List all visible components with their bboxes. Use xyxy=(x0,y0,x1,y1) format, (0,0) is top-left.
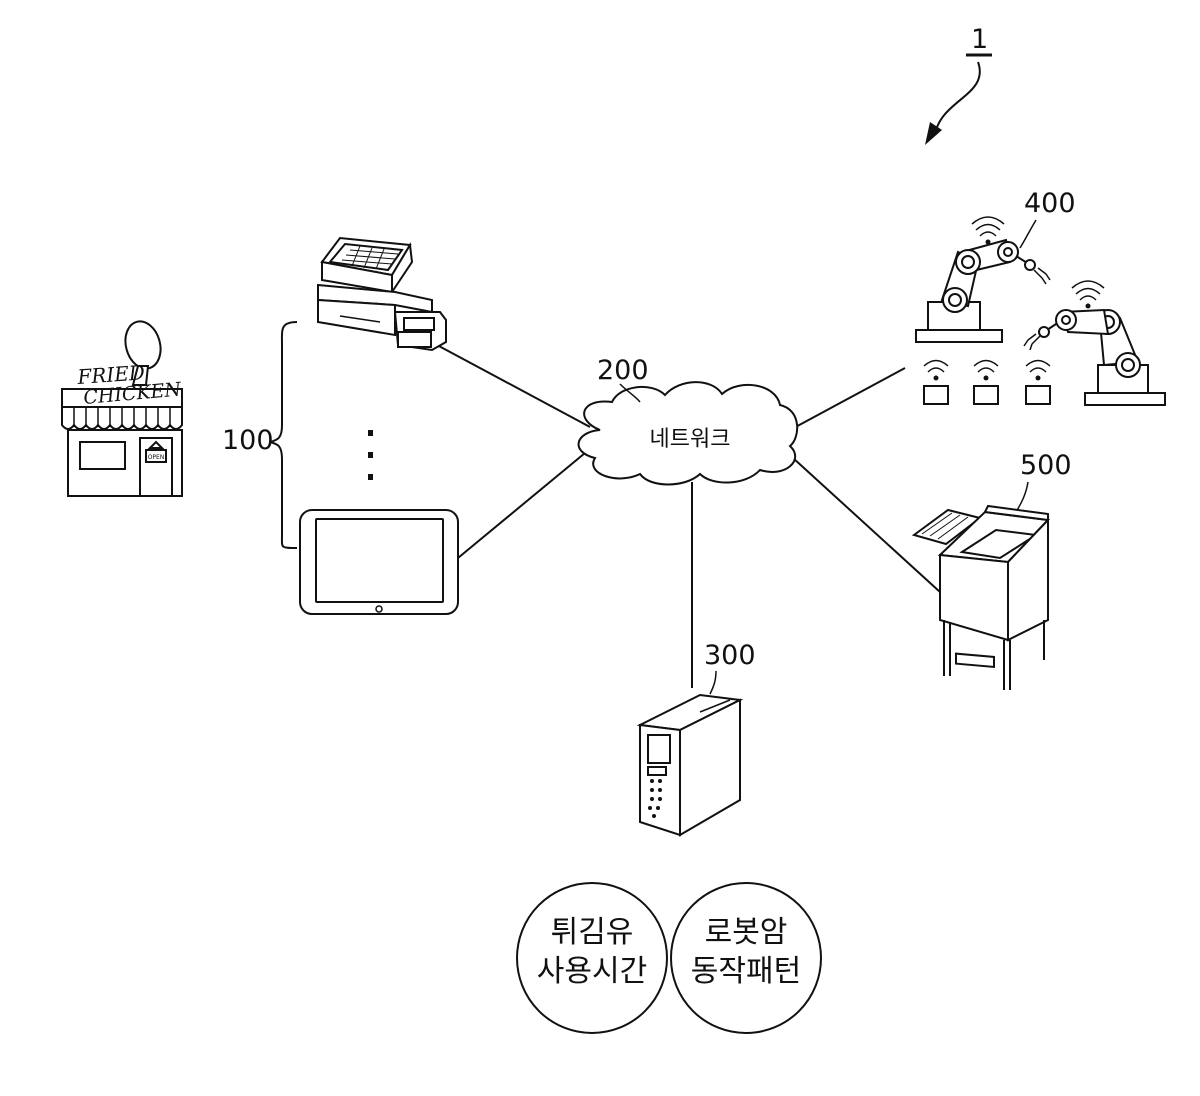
fryer-icon xyxy=(914,506,1048,690)
terminals-ref-number: 100 xyxy=(222,425,274,456)
network-label: 네트워크 xyxy=(650,427,731,452)
server-ref-number: 300 xyxy=(704,640,756,671)
tablet-icon xyxy=(300,510,458,614)
venn-diagram: 튀김유 사용시간 로봇암 동작패턴 xyxy=(517,883,821,1033)
link-robots-network xyxy=(790,368,905,430)
venn-right-line1: 로봇암 xyxy=(705,915,788,950)
venn-left-line1: 튀김유 xyxy=(551,915,634,950)
fryer-ref-number: 500 xyxy=(1020,450,1072,481)
venn-left-line2: 사용시간 xyxy=(537,954,647,989)
more-terminals-dots xyxy=(368,430,373,480)
robots-ref-number: 400 xyxy=(1024,188,1076,219)
figure-reference: 1 xyxy=(925,24,992,145)
arrow-head-icon xyxy=(925,122,942,145)
link-tablet-network xyxy=(458,453,585,558)
robot-arms-icon xyxy=(916,217,1165,405)
server-tower-icon xyxy=(640,695,740,835)
venn-right-line2: 동작패턴 xyxy=(691,954,801,989)
terminals-brace xyxy=(270,322,297,548)
figure-ref-number: 1 xyxy=(971,24,988,55)
link-fryer-network xyxy=(793,458,940,592)
store-door-sign: OPEN xyxy=(148,454,165,461)
pos-terminal-icon xyxy=(318,238,446,350)
link-pos-network xyxy=(437,345,590,427)
network-cloud: 네트워크 xyxy=(579,382,798,484)
store-icon: FRIED CHICKEN OPEN xyxy=(62,317,183,496)
network-ref-number: 200 xyxy=(597,355,649,386)
